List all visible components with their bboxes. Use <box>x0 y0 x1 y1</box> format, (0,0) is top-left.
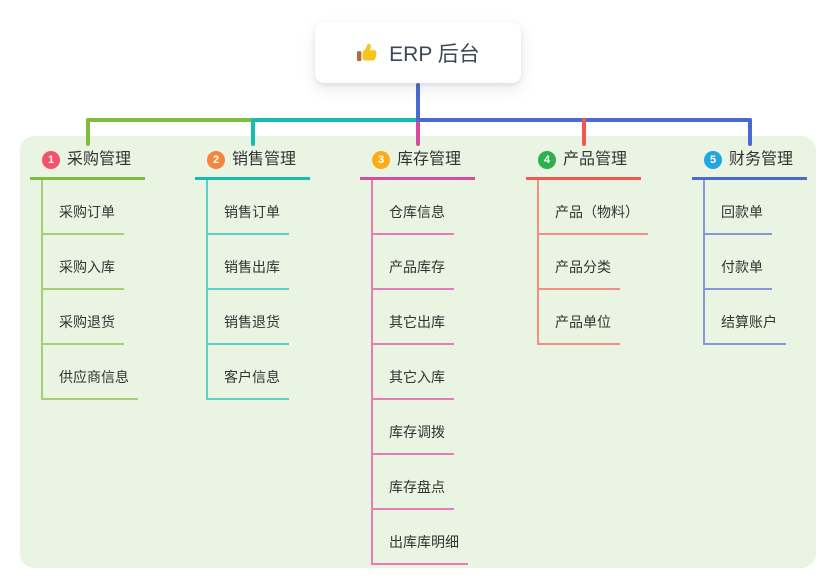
child-node[interactable]: 其它出库 <box>373 290 454 345</box>
children-group: 仓库信息产品库存其它出库其它入库库存调拨库存盘点出库库明细 <box>371 180 468 565</box>
branch-index-badge: 3 <box>372 151 390 169</box>
connector-drop <box>747 118 752 146</box>
branch-index-badge: 2 <box>207 151 225 169</box>
child-node[interactable]: 供应商信息 <box>43 345 138 400</box>
child-node[interactable]: 库存盘点 <box>373 455 454 510</box>
children-group: 回款单付款单结算账户 <box>703 180 786 345</box>
branch-index-badge: 1 <box>42 151 60 169</box>
child-node[interactable]: 采购入库 <box>43 235 124 290</box>
branch-node[interactable]: 2 销售管理 <box>195 149 311 180</box>
children-group: 产品（物料）产品分类产品单位 <box>537 180 648 345</box>
children-group: 销售订单销售出库销售退货客户信息 <box>206 180 289 400</box>
child-node[interactable]: 库存调拨 <box>373 400 454 455</box>
connector-drop <box>85 118 90 146</box>
thumbs-up-icon <box>356 41 379 64</box>
child-node[interactable]: 销售出库 <box>208 235 289 290</box>
child-node[interactable]: 客户信息 <box>208 345 289 400</box>
branch-column-3: 3 库存管理仓库信息产品库存其它出库其它入库库存调拨库存盘点出库库明细 <box>360 149 476 565</box>
branch-column-1: 1 采购管理采购订单采购入库采购退货供应商信息 <box>30 149 146 400</box>
branch-label: 财务管理 <box>729 151 794 168</box>
connector-drop <box>581 118 586 146</box>
child-node[interactable]: 采购退货 <box>43 290 124 345</box>
branch-column-4: 4 产品管理产品（物料）产品分类产品单位 <box>526 149 648 345</box>
child-node[interactable]: 产品库存 <box>373 235 454 290</box>
child-node[interactable]: 产品单位 <box>539 290 620 345</box>
child-node[interactable]: 产品分类 <box>539 235 620 290</box>
child-node[interactable]: 销售订单 <box>208 180 289 235</box>
connector-bus-segment <box>252 118 418 122</box>
child-node[interactable]: 回款单 <box>705 180 772 235</box>
children-group: 采购订单采购入库采购退货供应商信息 <box>41 180 138 400</box>
branch-label: 产品管理 <box>563 151 628 168</box>
connector-drop <box>250 118 255 146</box>
root-stem-line <box>415 83 420 122</box>
child-node[interactable]: 采购订单 <box>43 180 124 235</box>
branch-label: 销售管理 <box>232 151 297 168</box>
root-node[interactable]: ERP 后台 <box>315 22 521 83</box>
branch-node[interactable]: 1 采购管理 <box>30 149 146 180</box>
branch-index-badge: 4 <box>538 151 556 169</box>
branch-column-2: 2 销售管理销售订单销售出库销售退货客户信息 <box>195 149 311 400</box>
branch-label: 采购管理 <box>67 151 132 168</box>
child-node[interactable]: 结算账户 <box>705 290 786 345</box>
child-node[interactable]: 销售退货 <box>208 290 289 345</box>
branch-node[interactable]: 3 库存管理 <box>360 149 476 180</box>
child-node[interactable]: 出库库明细 <box>373 510 468 565</box>
branch-node[interactable]: 5 财务管理 <box>692 149 808 180</box>
branch-index-badge: 5 <box>704 151 722 169</box>
branches-panel <box>20 136 816 568</box>
child-node[interactable]: 付款单 <box>705 235 772 290</box>
child-node[interactable]: 产品（物料） <box>539 180 648 235</box>
child-node[interactable]: 其它入库 <box>373 345 454 400</box>
child-node[interactable]: 仓库信息 <box>373 180 454 235</box>
connector-drop <box>415 118 420 146</box>
root-label: ERP 后台 <box>389 42 480 66</box>
branch-label: 库存管理 <box>397 151 462 168</box>
branch-column-5: 5 财务管理回款单付款单结算账户 <box>692 149 808 345</box>
connector-bus-segment <box>87 118 253 122</box>
branch-node[interactable]: 4 产品管理 <box>526 149 642 180</box>
